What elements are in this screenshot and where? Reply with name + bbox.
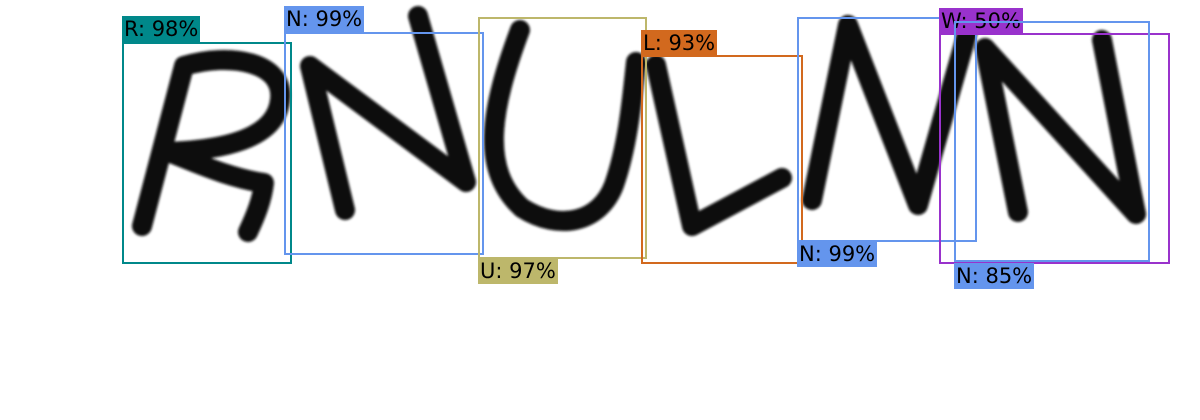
detection-label: L: 93% <box>641 30 718 56</box>
detection-box <box>478 17 647 259</box>
detection-label: U: 97% <box>478 258 558 284</box>
detection-label: R: 98% <box>122 16 201 42</box>
detection-box <box>954 21 1150 262</box>
glyph-w <box>802 15 978 215</box>
glyph-l <box>646 55 792 236</box>
detection-box <box>122 42 292 264</box>
glyph-n-2 <box>975 30 1146 224</box>
glyph-u <box>483 20 646 231</box>
detection-box <box>641 55 803 264</box>
detection-label: N: 99% <box>284 6 365 32</box>
detection-box <box>284 32 484 255</box>
detection-box <box>939 33 1170 264</box>
detection-label: N: 85% <box>954 263 1035 289</box>
glyph-r <box>132 50 291 242</box>
glyph-n-1 <box>300 6 476 220</box>
detection-box <box>797 17 977 242</box>
detection-label: N: 99% <box>797 241 878 267</box>
